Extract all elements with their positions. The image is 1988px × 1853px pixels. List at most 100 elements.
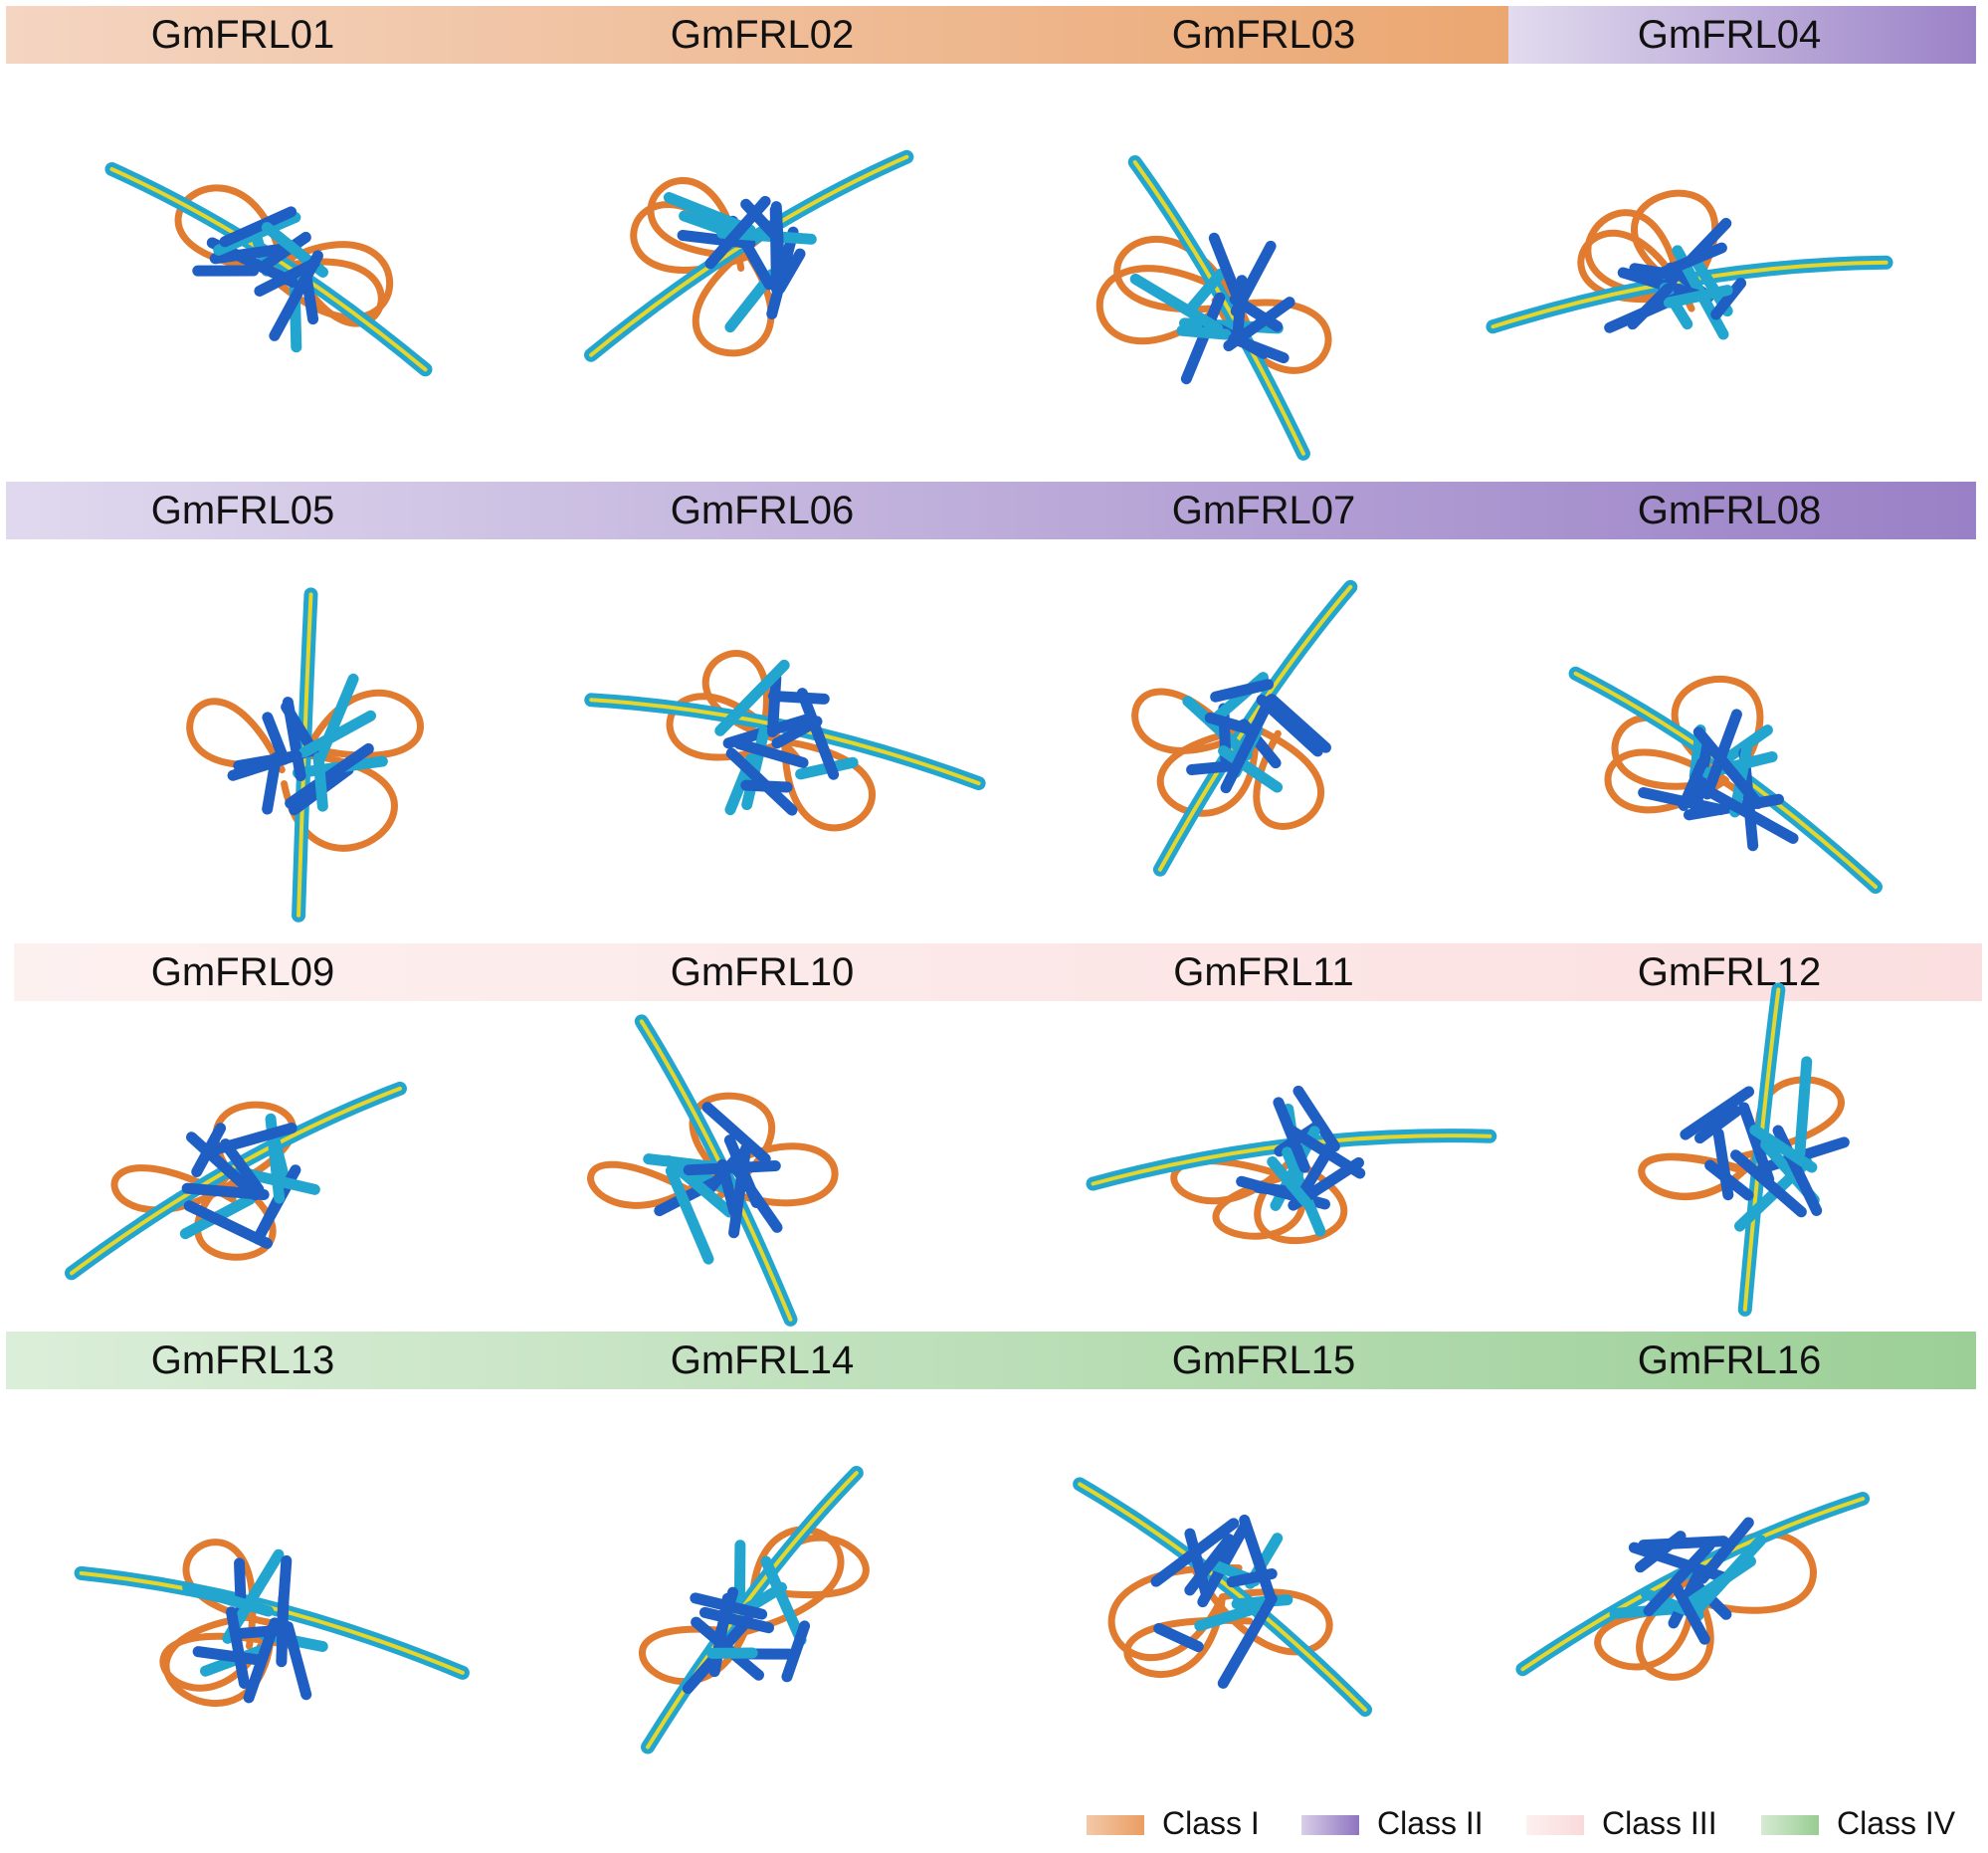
protein-label-gmfrl08: GmFRL08	[1637, 489, 1822, 532]
core-helix	[698, 1606, 774, 1634]
core-helix	[254, 257, 320, 297]
core-helix	[1217, 1592, 1278, 1689]
protein-structure-image	[584, 650, 986, 832]
core-helix	[1686, 1555, 1756, 1608]
core-helix	[716, 1158, 740, 1217]
legend-label-class-iv: Class IV	[1837, 1805, 1956, 1841]
legend-swatch-class-iii	[1526, 1815, 1584, 1835]
core-helix	[1628, 1542, 1728, 1583]
protein-label-gmfrl12: GmFRL12	[1637, 950, 1822, 994]
core-helix	[1185, 268, 1227, 315]
core-helix	[1286, 1125, 1366, 1179]
core-helix	[262, 751, 282, 815]
core-helix	[1129, 273, 1224, 334]
core-helix	[1230, 240, 1277, 317]
disordered-loop	[1123, 1593, 1254, 1679]
disordered-loop	[639, 1606, 756, 1686]
core-helix	[182, 1581, 275, 1617]
class-ii-band	[1508, 6, 1976, 64]
core-helix	[733, 737, 809, 768]
protein-label-gmfrl03: GmFRL03	[1171, 13, 1356, 57]
core-helix	[704, 195, 771, 270]
core-helix	[260, 231, 311, 271]
core-helix	[1627, 283, 1674, 330]
core-helix	[1194, 1603, 1260, 1632]
core-helix	[766, 226, 799, 319]
core-helix	[1228, 332, 1290, 364]
protein-structure-image	[186, 587, 424, 923]
legend-swatch-class-iv	[1761, 1815, 1819, 1835]
protein-label-gmfrl07: GmFRL07	[1171, 489, 1356, 532]
core-helix	[728, 1143, 752, 1239]
core-helix	[1678, 757, 1708, 811]
disordered-loop	[1604, 748, 1751, 814]
structure-gmfrl08	[1502, 549, 1980, 957]
core-helix	[1692, 726, 1764, 810]
protein-label-gmfrl11: GmFRL11	[1173, 950, 1354, 994]
core-helix	[760, 1555, 807, 1646]
helix-highlight	[1157, 584, 1353, 872]
protein-structure-image	[1486, 189, 1893, 340]
structure-gmfrl16	[1502, 1399, 1980, 1797]
structure-gmfrl14	[527, 1399, 1005, 1797]
protein-structure-image	[64, 1081, 407, 1281]
core-helix	[243, 1617, 281, 1704]
core-helix	[1153, 1622, 1204, 1653]
core-helix	[1210, 679, 1275, 703]
core-helix	[713, 1586, 739, 1642]
core-helix	[1182, 696, 1253, 761]
core-helix	[1184, 1534, 1235, 1596]
protein-structure-image	[1131, 579, 1358, 877]
core-helix	[766, 672, 782, 737]
structure-gmfrl10	[527, 1011, 1005, 1330]
protein-structure-image	[639, 1466, 870, 1754]
legend-item-class-ii: Class II	[1301, 1801, 1510, 1845]
protein-structure-image	[1568, 666, 1883, 895]
core-helix	[200, 1123, 298, 1158]
protein-label-gmfrl13: GmFRL13	[150, 1338, 335, 1382]
legend-item-class-iv: Class IV	[1761, 1801, 1970, 1845]
disordered-loop	[1095, 265, 1233, 345]
protein-label-gmfrl14: GmFRL14	[670, 1338, 855, 1382]
structure-gmfrl02	[527, 76, 1005, 484]
structure-gmfrl01	[30, 76, 507, 484]
protein-structure-image	[587, 1014, 839, 1327]
structure-gmfrl12	[1502, 982, 1980, 1330]
core-helix	[1267, 1155, 1311, 1208]
core-helix	[1208, 232, 1242, 299]
core-helix	[185, 1132, 262, 1201]
structure-gmfrl03	[1015, 76, 1492, 484]
structure-gmfrl05	[30, 549, 507, 957]
core-helix	[282, 697, 306, 782]
structure-gmfrl06	[527, 549, 1005, 957]
core-helix	[277, 1554, 293, 1620]
core-helix	[774, 248, 806, 295]
disordered-loop	[1254, 1156, 1348, 1245]
protein-label-gmfrl05: GmFRL05	[150, 489, 335, 532]
core-helix	[1704, 786, 1799, 844]
disordered-loop	[1170, 1156, 1302, 1205]
legend-label-class-ii: Class II	[1377, 1805, 1484, 1841]
core-helix	[285, 742, 374, 809]
core-helix	[714, 659, 790, 736]
structure-gmfrl04	[1486, 76, 1980, 484]
core-helix	[796, 688, 840, 780]
core-helix	[219, 206, 298, 248]
protein-label-gmfrl10: GmFRL10	[670, 950, 855, 994]
core-helix	[298, 710, 377, 758]
core-helix	[1184, 1528, 1212, 1599]
core-helix	[663, 191, 756, 236]
core-helix	[1176, 324, 1232, 340]
core-helix	[262, 712, 290, 765]
core-helix	[312, 752, 328, 812]
protein-label-gmfrl06: GmFRL06	[670, 489, 855, 532]
core-helix	[1670, 1580, 1710, 1645]
core-helix	[1694, 1106, 1742, 1144]
protein-label-gmfrl01: GmFRL01	[150, 13, 335, 57]
legend-item-class-i: Class I	[1087, 1801, 1286, 1845]
protein-label-gmfrl02: GmFRL02	[670, 13, 855, 57]
core-helix	[767, 690, 830, 705]
core-helix	[1680, 1086, 1755, 1140]
protein-structure-image	[104, 162, 433, 377]
core-helix	[1239, 1514, 1276, 1602]
